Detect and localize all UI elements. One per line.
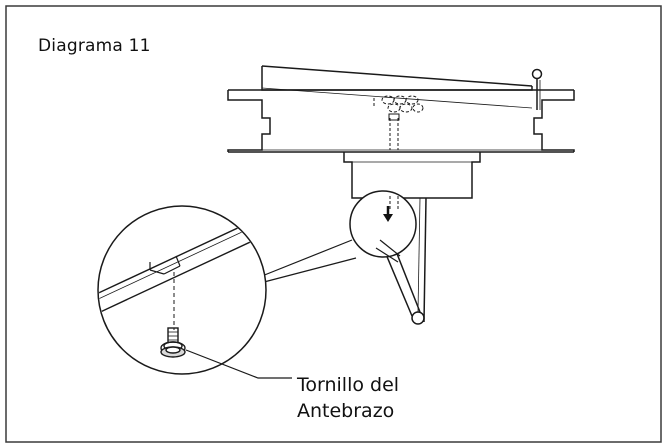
hidden-coupler [388,113,400,121]
detail-circle-small [349,190,417,263]
left-end-profile [227,90,271,152]
callout-label: Tornillo del Antebrazo [297,372,399,424]
right-end-profile [533,90,575,152]
diagram-border [5,5,662,443]
arm-end-knob [411,311,425,325]
cover-inner-line [261,87,533,109]
arm-right-edge [423,197,427,323]
cover-top-edge [261,65,533,87]
callout-label-line-2: Antebrazo [297,400,395,422]
magnify-connector-lower [263,257,357,283]
label-leader-line [185,349,292,379]
arm-right-inner [417,197,421,313]
magnify-connector-upper [261,239,353,277]
down-arrow-icon [383,206,393,222]
lower-housing [343,152,481,199]
hidden-gear [373,95,424,150]
diagram-title: Diagrama 11 [38,36,151,56]
pin-knob [531,68,543,80]
callout-label-line-1: Tornillo del [297,374,400,396]
screw-icon [160,327,186,358]
wall-mount-assembly [227,65,575,199]
